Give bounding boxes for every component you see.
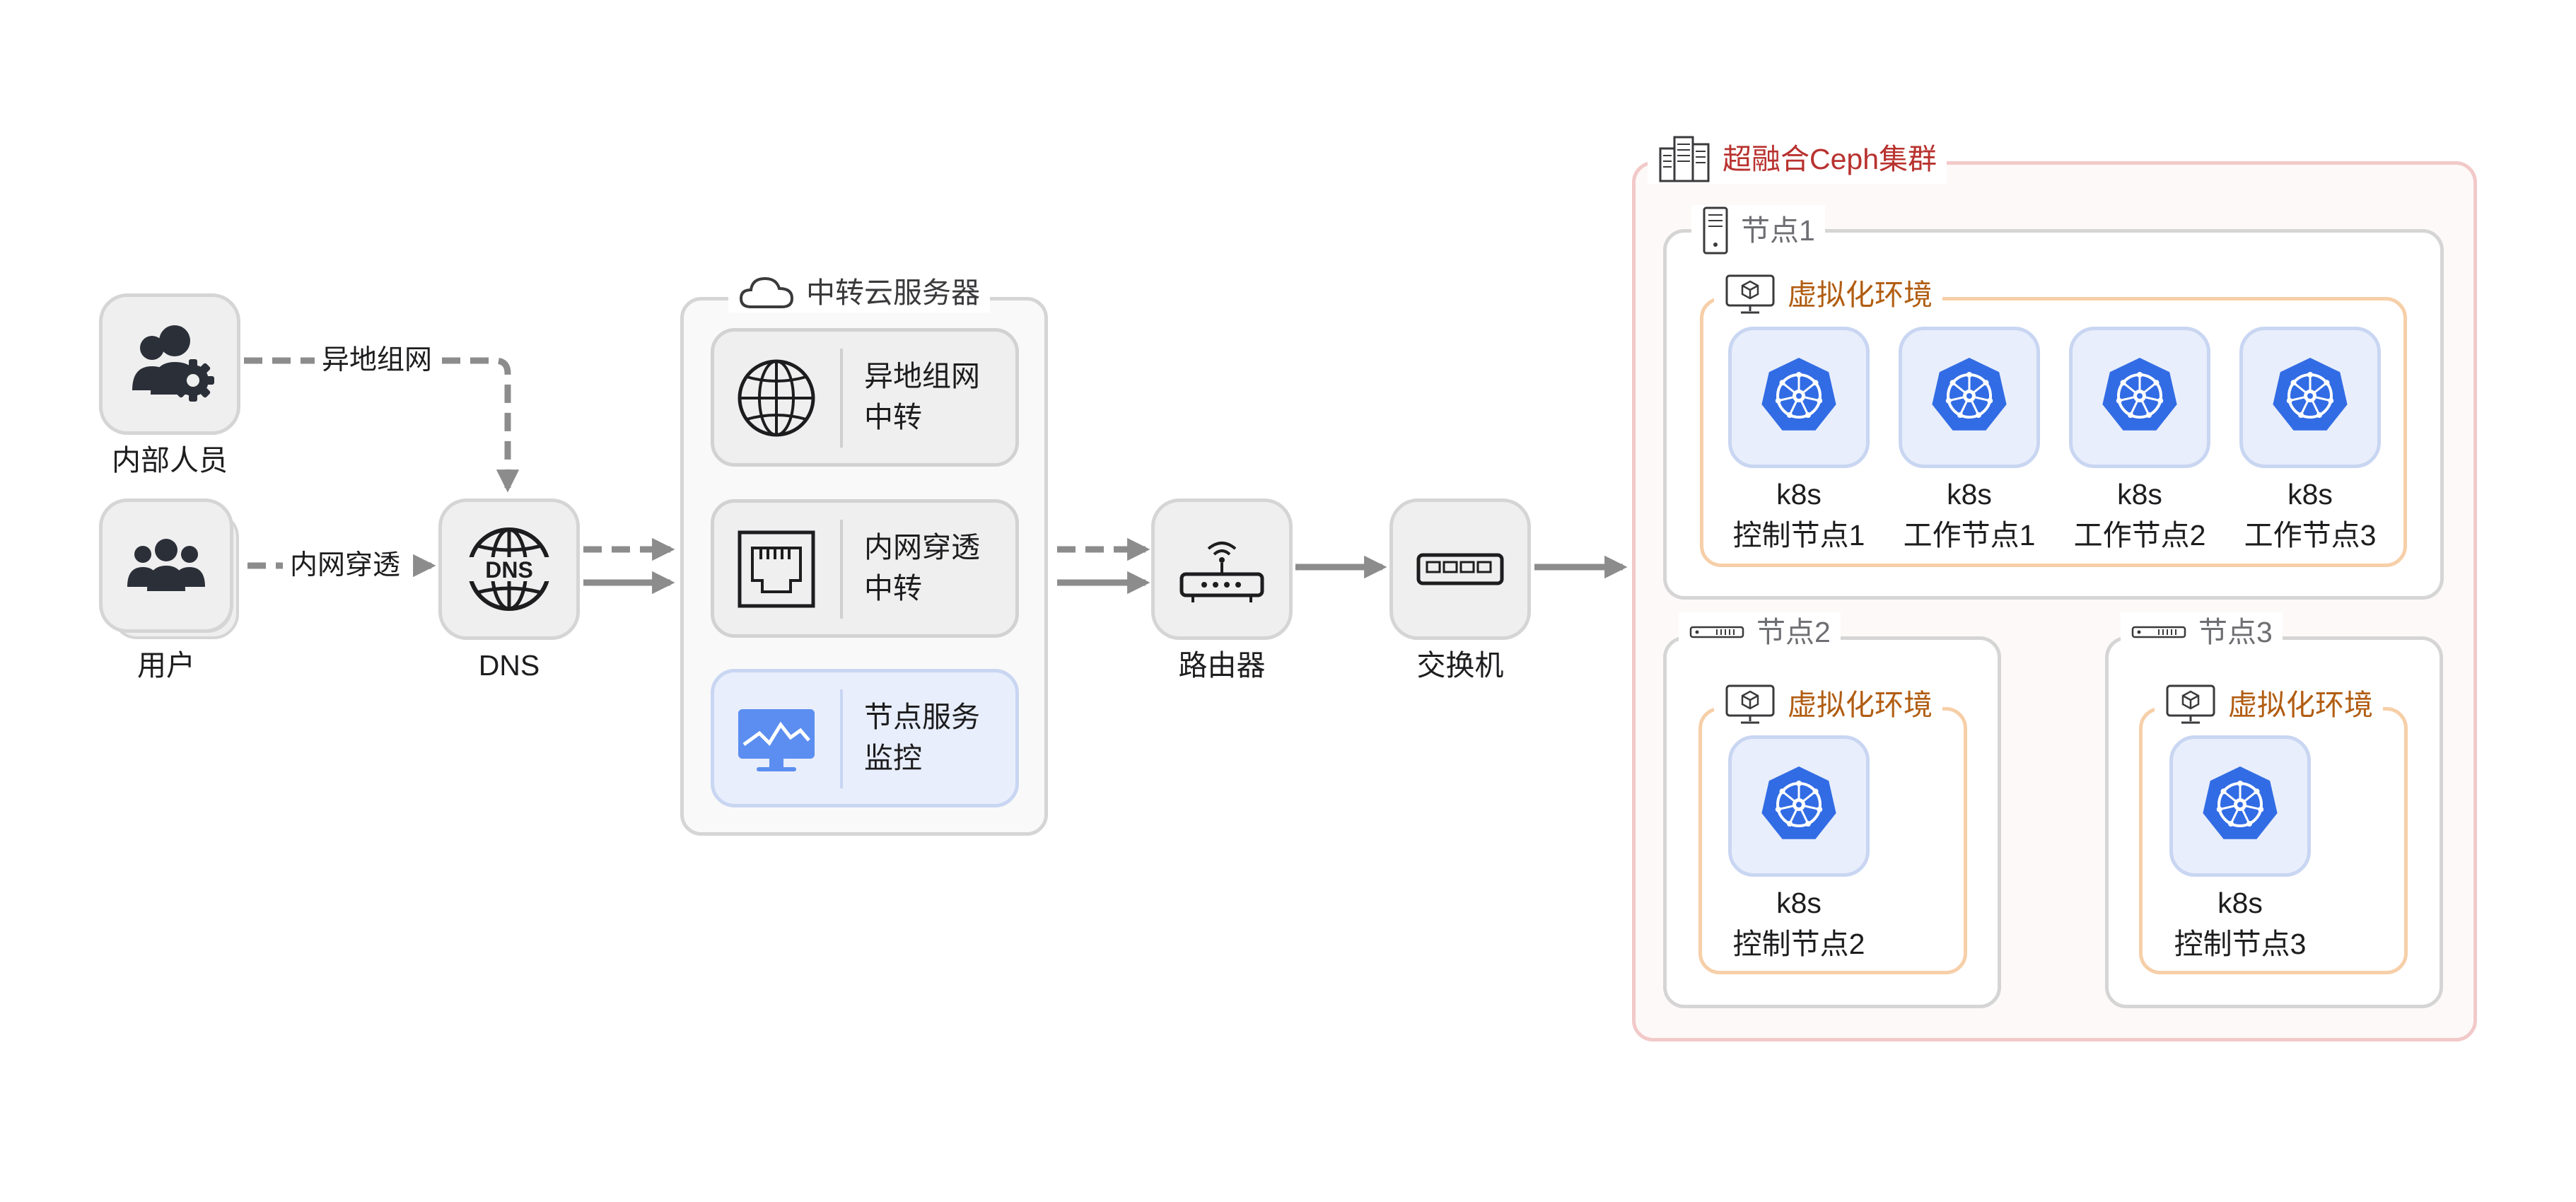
kubernetes-icon: [1756, 354, 1841, 442]
vm-monitor-icon: [1725, 684, 1775, 724]
node1-virt-title-text: 虚拟化环境: [1788, 279, 1933, 311]
ceph-cluster-title: 超融合Ceph集群: [1648, 134, 1947, 184]
kubernetes-icon: [2268, 354, 2353, 442]
node2-title-text: 节点2: [1756, 616, 1831, 648]
dns-node[interactable]: DNS: [438, 498, 580, 640]
router-icon: [1179, 542, 1264, 602]
user-node[interactable]: [99, 498, 233, 633]
card-divider: [840, 520, 843, 619]
user-label: 用户: [137, 649, 195, 682]
internal-staff-node[interactable]: [99, 293, 240, 435]
node2-title: 节点2: [1679, 612, 1841, 652]
k8s-vm-label: k8s 工作节点3: [2244, 478, 2377, 552]
dns-icon-text: DNS: [485, 557, 533, 583]
k8s-vm-label: k8s 工作节点1: [1903, 478, 2036, 552]
kubernetes-icon: [1927, 354, 2012, 442]
server-tower-icon: [1703, 206, 1728, 255]
k8s-vm-tile[interactable]: [2069, 327, 2210, 468]
globe-icon: [738, 359, 815, 437]
k8s-vm-tile[interactable]: [2169, 735, 2311, 877]
card-divider: [840, 689, 843, 788]
k8s-vm-label: k8s 控制节点2: [1732, 887, 1865, 960]
node1-virt-title: 虚拟化环境: [1714, 273, 1942, 317]
k8s-vm-label: k8s 工作节点2: [2073, 478, 2206, 552]
node3-title: 节点3: [2121, 612, 2283, 652]
relay-server-title-text: 中转云服务器: [806, 276, 980, 309]
vm-monitor-icon: [1725, 274, 1775, 314]
ethernet-port-icon: [738, 530, 815, 608]
k8s-vm-tile[interactable]: [1728, 735, 1870, 877]
k8s-vm-label: k8s 控制节点1: [1732, 478, 1865, 552]
node3-virt-title-text: 虚拟化环境: [2228, 689, 2373, 721]
edge-label-remote-network: 异地组网: [315, 342, 440, 379]
relay-card-intranet-penetration[interactable]: 内网穿透 中转: [711, 499, 1019, 638]
server-unit-icon: [2131, 626, 2186, 638]
node3-title-text: 节点3: [2198, 616, 2273, 648]
node1-title: 节点1: [1691, 205, 1825, 256]
monitor-chart-icon: [738, 709, 815, 771]
ceph-cluster-title-text: 超融合Ceph集群: [1723, 143, 1937, 175]
edge-remote-network: [244, 357, 520, 493]
router-label: 路由器: [1178, 649, 1266, 682]
router-node[interactable]: [1151, 498, 1293, 640]
k8s-vm-label: k8s 控制节点3: [2174, 887, 2307, 960]
node1-title-text: 节点1: [1741, 214, 1815, 247]
relay-card-text: 内网穿透 中转: [864, 531, 980, 605]
k8s-vm-tile[interactable]: [2239, 327, 2381, 468]
kubernetes-icon: [2198, 762, 2283, 851]
kubernetes-icon: [2097, 354, 2182, 442]
relay-server-title: 中转云服务器: [728, 273, 990, 313]
relay-card-remote-network[interactable]: 异地组网 中转: [711, 328, 1019, 467]
k8s-vm-tile[interactable]: [1899, 327, 2040, 468]
node2-virt-title-text: 虚拟化环境: [1788, 689, 1933, 721]
dns-label: DNS: [478, 649, 540, 682]
edge-label-intranet-penetration: 内网穿透: [283, 547, 408, 584]
users-icon: [127, 539, 205, 591]
switch-node[interactable]: [1389, 498, 1531, 640]
switch-icon: [1416, 553, 1504, 585]
server-unit-icon: [1689, 626, 1744, 638]
node2-virt-title: 虚拟化环境: [1714, 683, 1942, 727]
relay-card-text: 节点服务 监控: [864, 701, 980, 774]
cloud-icon: [739, 276, 794, 308]
users-gear-icon: [132, 325, 214, 402]
relay-card-text: 异地组网 中转: [864, 360, 980, 433]
relay-card-node-monitoring[interactable]: 节点服务 监控: [711, 669, 1019, 807]
card-divider: [840, 349, 843, 448]
dns-globe-icon: DNS: [467, 527, 551, 611]
server-rack-icon: [1659, 136, 1710, 182]
vm-monitor-icon: [2166, 684, 2215, 724]
node3-virt-title: 虚拟化环境: [2155, 683, 2383, 727]
kubernetes-icon: [1756, 762, 1841, 851]
switch-label: 交换机: [1416, 649, 1504, 682]
internal-staff-label: 内部人员: [112, 444, 228, 477]
k8s-vm-tile[interactable]: [1728, 327, 1870, 468]
